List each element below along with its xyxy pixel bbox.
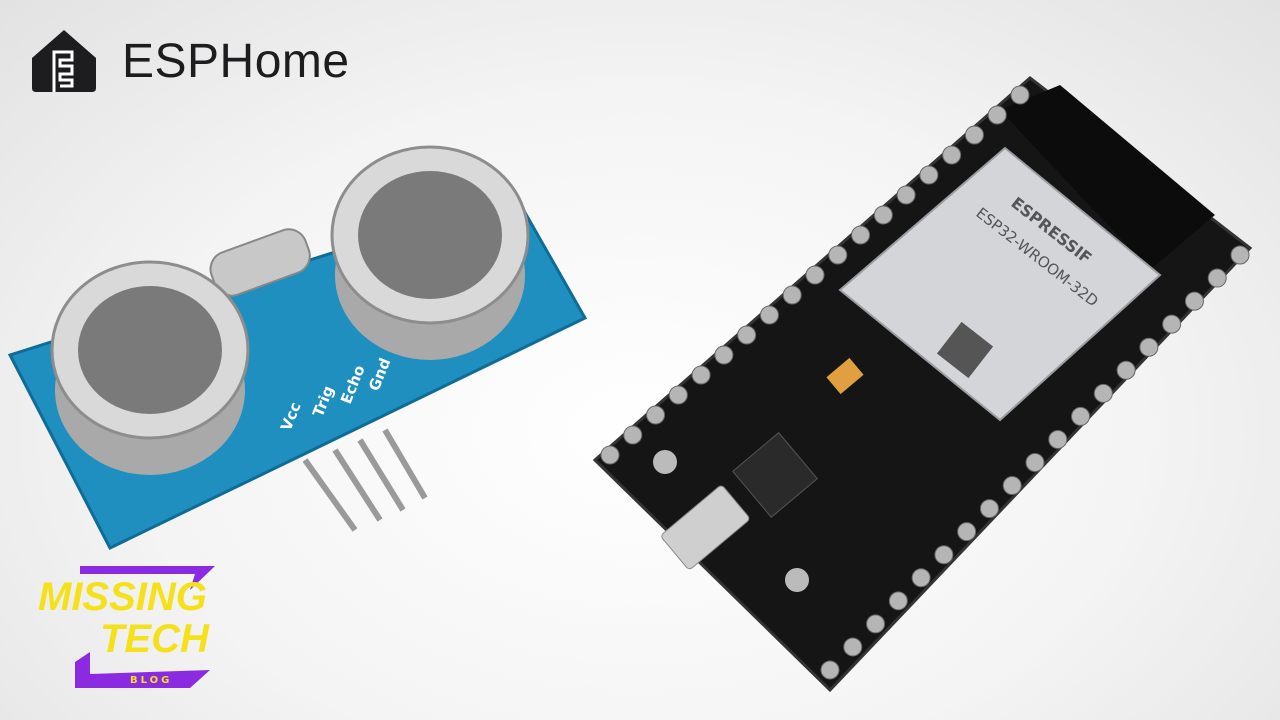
header-pin (1207, 268, 1227, 288)
header-pin (782, 285, 802, 305)
header-pin (934, 545, 954, 565)
header-pin (911, 568, 931, 588)
header-pin (1071, 406, 1091, 426)
header-pin (843, 637, 863, 657)
boot-button (653, 450, 677, 474)
header-pin (1093, 383, 1113, 403)
header-pin (805, 265, 825, 285)
esp32-module (838, 146, 1162, 422)
header-pin (957, 522, 977, 542)
header-pin (1048, 429, 1068, 449)
header-pin (691, 365, 711, 385)
header-pin (1010, 85, 1030, 105)
header-pin (851, 225, 871, 245)
esp32-board: ESPRESSIF ESP32-WROOM-32D (592, 76, 1253, 693)
header-pin (1139, 337, 1159, 357)
ultrasonic-sensor: Vcc Trig Echo Gnd (7, 145, 588, 550)
capacitor (826, 357, 864, 395)
brand-name: ESPHome (122, 34, 350, 88)
header-pin (820, 660, 840, 680)
header-pin (600, 445, 620, 465)
header-pin (1162, 314, 1182, 334)
watermark-line2: TECH (100, 617, 210, 661)
header-pin (828, 245, 848, 265)
header-pin (668, 385, 688, 405)
watermark-line1: MISSING (38, 575, 207, 619)
antenna-area (1000, 85, 1215, 270)
qr-code (936, 321, 994, 379)
header-pin (866, 614, 886, 634)
header-pin (759, 305, 779, 325)
esphome-logo: ESPHome (30, 28, 350, 94)
header-pin (1230, 245, 1250, 265)
header-pins-top (600, 85, 1030, 465)
header-pin (714, 345, 734, 365)
header-pin (942, 145, 962, 165)
header-pin (1184, 291, 1204, 311)
header-pin (987, 105, 1007, 125)
watermark-line3: BLOG (130, 675, 172, 686)
crystal (209, 228, 311, 297)
header-pin (737, 325, 757, 345)
header-pin (1025, 453, 1045, 472)
header-pins-bottom (820, 245, 1250, 680)
header-pin (873, 205, 893, 225)
sensor-pins (302, 428, 428, 532)
header-pin (1002, 476, 1022, 496)
esphome-house-icon (32, 30, 96, 92)
header-pin (919, 165, 939, 185)
header-pin (979, 499, 999, 519)
header-pin (646, 405, 666, 425)
header-pin (623, 425, 643, 445)
sensor-transducer-left (50, 260, 250, 475)
header-pin (1116, 360, 1136, 380)
header-pin (888, 591, 908, 611)
micro-usb-port (661, 485, 750, 570)
missing-tech-blog-logo: MISSING TECH BLOG (38, 566, 215, 688)
sensor-transducer-right (330, 145, 530, 360)
usb-chip (732, 432, 818, 518)
header-pin (896, 185, 916, 205)
header-pin (964, 125, 984, 145)
reset-button (785, 568, 809, 592)
